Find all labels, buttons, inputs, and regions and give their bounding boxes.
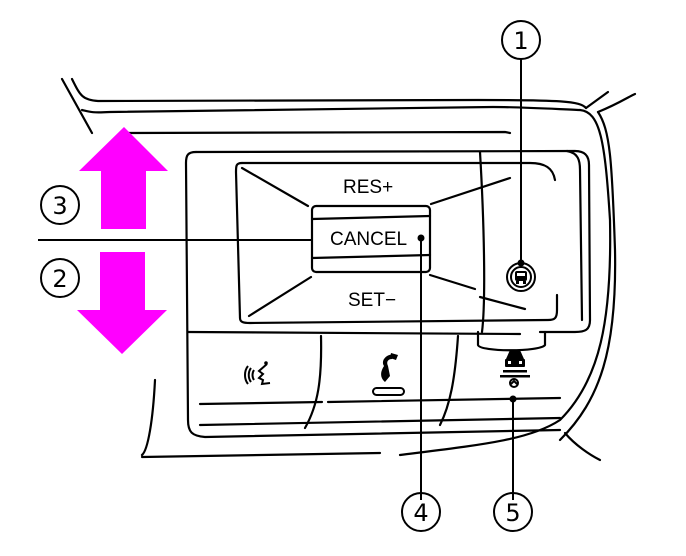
leader-lines bbox=[38, 59, 525, 500]
callout-3: 3 bbox=[40, 185, 80, 225]
svg-text:5: 5 bbox=[505, 499, 520, 527]
svg-text:1: 1 bbox=[513, 27, 528, 55]
svg-text:2: 2 bbox=[52, 265, 67, 293]
lane-departure-icon bbox=[500, 350, 530, 388]
phone-icon bbox=[372, 353, 405, 396]
steering-spoke-frame bbox=[60, 77, 637, 462]
switch-housing bbox=[184, 149, 592, 439]
res-plus-label: RES+ bbox=[343, 177, 393, 198]
callout-4: 4 bbox=[401, 492, 441, 532]
arrow-up-resume bbox=[79, 127, 168, 229]
cancel-label: CANCEL bbox=[330, 229, 407, 250]
cruise-switch-panel[interactable]: RES+ CANCEL SET− bbox=[234, 161, 559, 325]
distance-control-switch[interactable] bbox=[506, 262, 536, 292]
svg-text:4: 4 bbox=[413, 499, 428, 527]
set-minus-label: SET− bbox=[348, 290, 396, 311]
voice-recognition-icon bbox=[244, 361, 271, 386]
vehicle-distance-icon bbox=[515, 271, 527, 284]
svg-text:3: 3 bbox=[52, 192, 67, 220]
arrow-down-set bbox=[77, 252, 167, 354]
phone-button[interactable] bbox=[372, 353, 405, 396]
callout-1: 1 bbox=[501, 20, 541, 60]
voice-button[interactable] bbox=[244, 361, 271, 386]
callout-5: 5 bbox=[493, 492, 533, 532]
callout-2: 2 bbox=[40, 258, 80, 298]
lane-assist-switch[interactable] bbox=[500, 350, 530, 388]
